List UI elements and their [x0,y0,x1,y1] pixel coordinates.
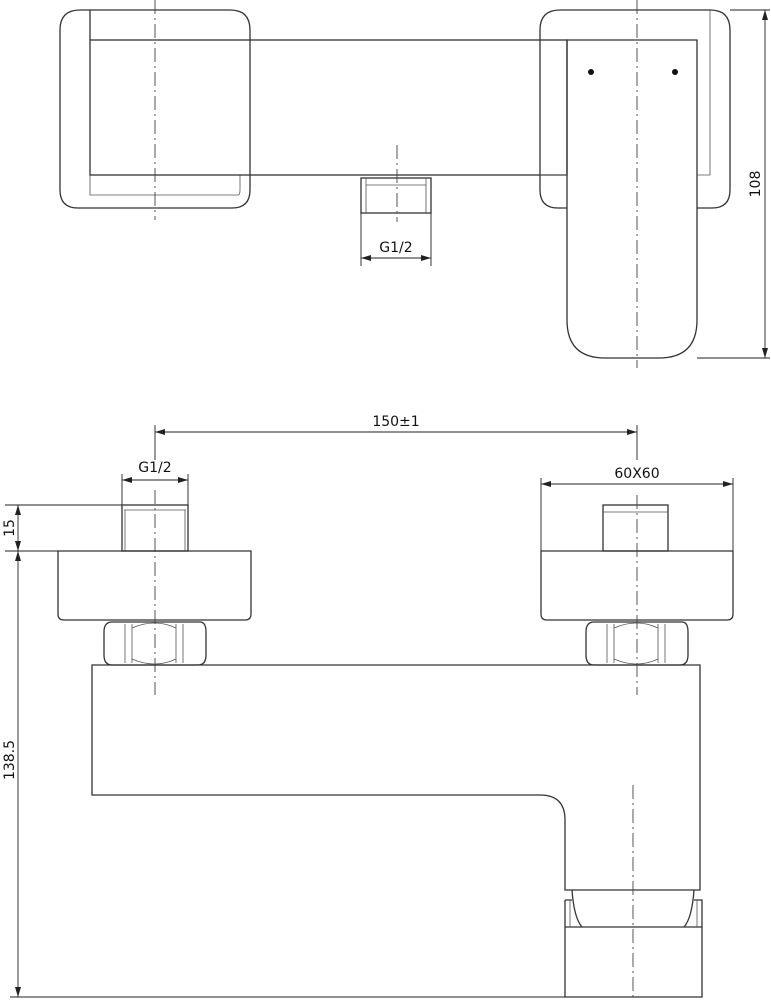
total-height-label: 138.5 [2,740,18,780]
outlet-nut-top [360,177,432,214]
handle-dot [672,69,678,75]
inlet-thread-label: G1/2 [138,460,171,476]
aerator [564,889,703,998]
escutcheon-size-label: 60X60 [614,466,659,482]
valve-body-top [89,39,568,176]
handle-top [566,39,698,359]
handle-dot [588,69,594,75]
thread-length-label: 15 [2,519,18,537]
outlet-thread-label: G1/2 [379,240,412,256]
top-view: G1/2 108 [59,0,770,368]
front-view: 150±1 G1/2 60X60 [2,414,734,1000]
left-escutcheon [59,9,251,209]
valve-body-front [91,664,701,891]
left-escutcheon-front [57,550,252,621]
right-escutcheon-front [540,550,734,621]
height-dim-label: 108 [748,171,764,198]
right-escutcheon [539,9,731,209]
center-distance-label: 150±1 [372,414,419,430]
